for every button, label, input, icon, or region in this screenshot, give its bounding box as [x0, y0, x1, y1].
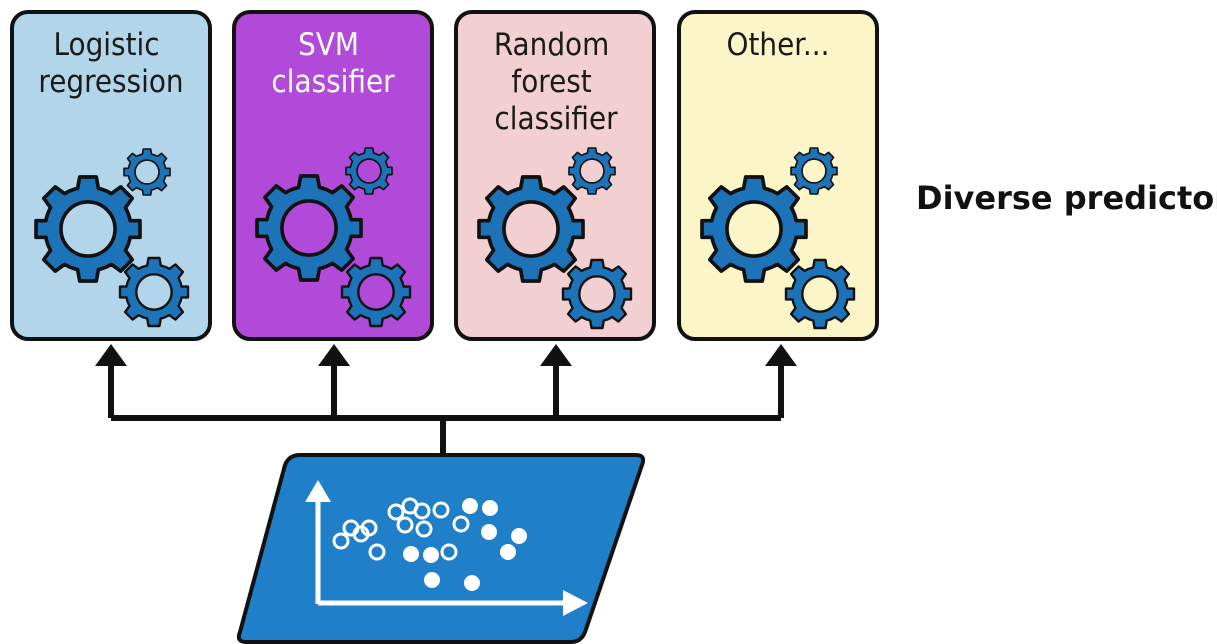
predictor-card-label: Other... — [727, 27, 830, 63]
side-label: Diverse predictors — [916, 179, 1217, 217]
gear-icon — [34, 175, 142, 283]
gear-icon — [568, 147, 616, 195]
predictor-card-logistic-regression: Logistic regression — [10, 10, 212, 341]
arrow-up-icon — [540, 344, 572, 366]
label-line: SVM — [298, 27, 359, 63]
gear-icon — [123, 148, 171, 196]
predictor-card-svm-classifier: SVM classifier — [232, 10, 434, 341]
scatter-plot-icon — [305, 480, 588, 616]
gear-icon — [255, 174, 363, 282]
gear-icon — [700, 175, 808, 283]
arrow-up-icon — [318, 344, 350, 366]
gear-icon — [790, 147, 838, 195]
dataset-scatter-plot — [236, 453, 646, 644]
label-line: regression — [38, 64, 183, 100]
predictor-card-random-forest-classifier: Random forest classifier — [454, 10, 656, 341]
gear-icon — [784, 258, 856, 330]
dataset-parallelogram — [236, 453, 646, 644]
arrow-up-icon — [95, 344, 127, 366]
arrowheads — [95, 344, 797, 366]
gear-icon — [118, 256, 190, 328]
gear-icon — [345, 147, 393, 195]
label-line: Random — [494, 27, 609, 63]
gear-icon — [477, 175, 585, 283]
connectors — [108, 362, 784, 458]
predictor-card-other: Other... — [677, 10, 879, 341]
gear-icon — [561, 258, 633, 330]
label-line: classifier — [271, 64, 395, 100]
label-line: Other... — [727, 27, 830, 63]
predictor-card-label: SVM classifier — [271, 27, 395, 100]
label-line: forest — [511, 64, 591, 100]
label-line: classifier — [494, 101, 618, 137]
label-line: Logistic — [54, 27, 160, 63]
arrow-up-icon — [765, 344, 797, 366]
predictor-card-label: Random forest classifier — [494, 27, 618, 137]
predictor-card-label: Logistic regression — [38, 27, 183, 100]
gear-icon — [340, 256, 412, 328]
